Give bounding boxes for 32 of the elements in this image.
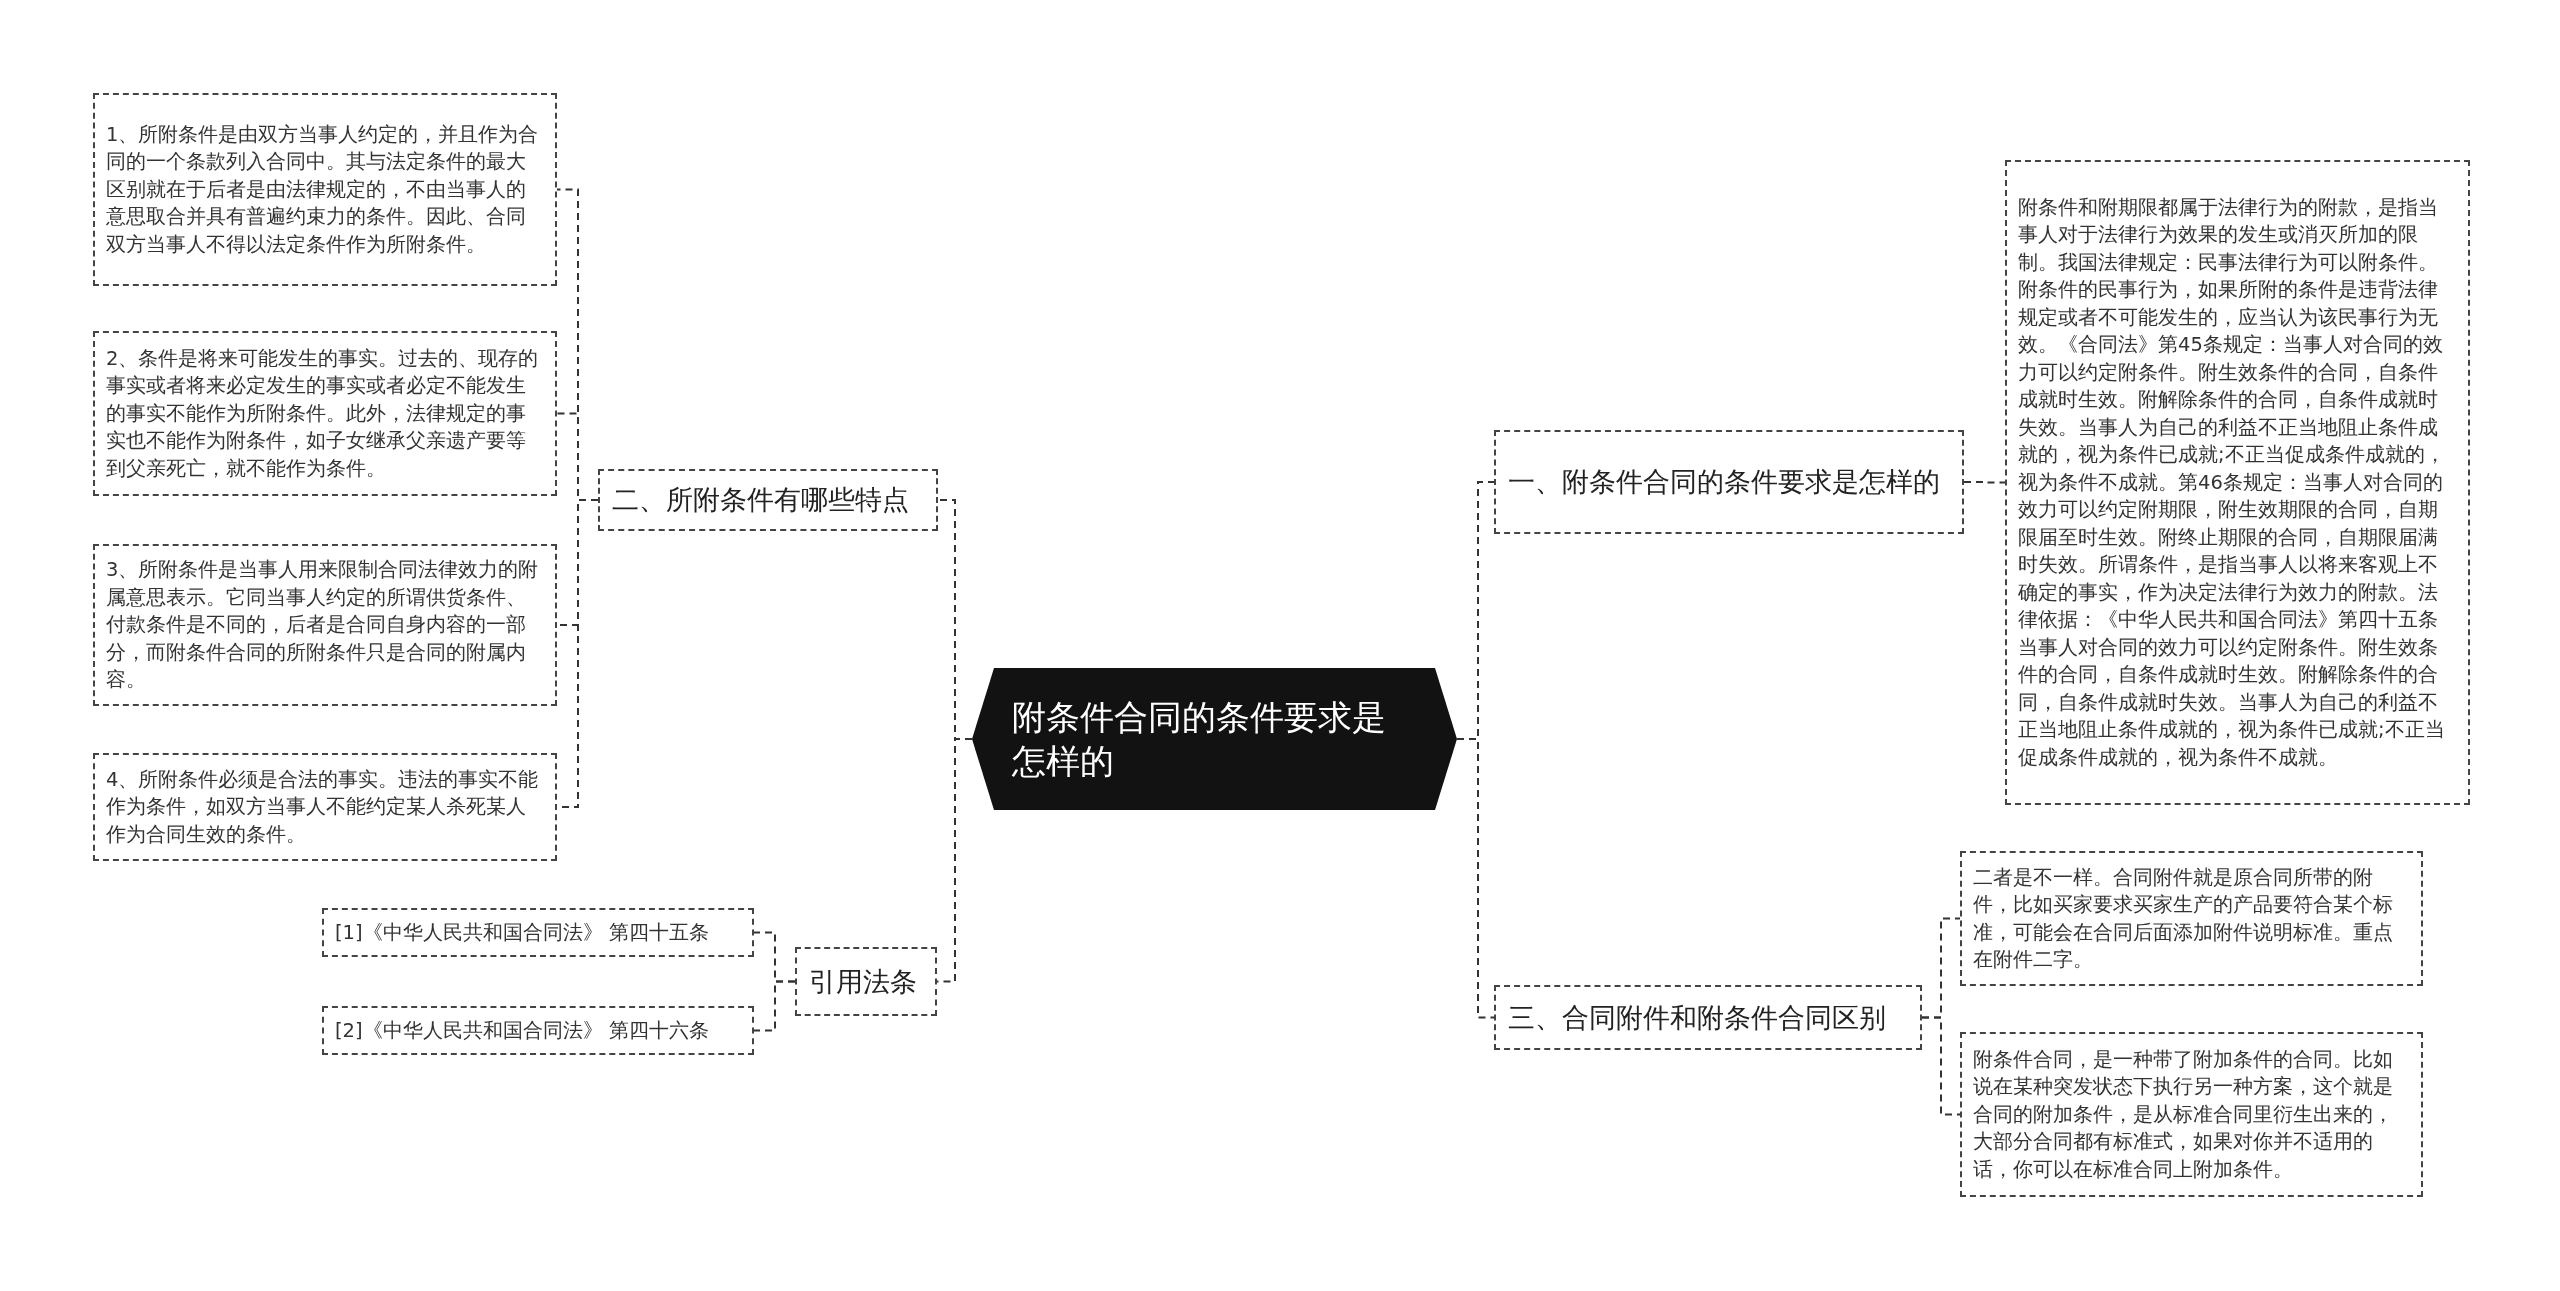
node-text: 三、合同附件和附条件合同区别 xyxy=(1508,1000,1887,1035)
node-text: 1、所附条件是由双方当事人约定的，并且作为合同的一个条款列入合同中。其与法定条件的最大区别就在于后者是由法律规定的，不由当事人的意思取合并具有普遍约束力的条件。因此、合同双方当事人不得以法定条件作为所附条件。 xyxy=(106,121,540,258)
node-text: 二者是不一样。合同附件就是原合同所带的附件，比如买家要求买家生产的产品要符合某个标准，可能会在合同后面添加附件说明标准。重点在附件二字。 xyxy=(1973,864,2394,973)
central-topic xyxy=(972,668,1457,810)
note-box xyxy=(93,331,557,496)
node-text: 2、条件是将来可能发生的事实。过去的、现存的事实或者将来必定发生的事实或者必定不能发生的事实不能作为所附条件。此外，法律规定的事实也不能作为附条件，如子女继承父亲遗产要等到父亲死亡，就不能作为条件。 xyxy=(106,345,540,482)
node-text: 二、所附条件有哪些特点 xyxy=(612,483,910,517)
note-box xyxy=(93,93,557,286)
topic-box xyxy=(598,469,938,531)
node-text: 附条件合同，是一种带了附加条件的合同。比如说在某种突发状态下执行另一种方案，这个就是合同的附加条件，是从标准合同里衍生出来的，大部分合同都有标准式，如果对你并不适用的话，你可以在标准合同上附加条件。 xyxy=(1973,1046,2394,1183)
note-box xyxy=(322,1006,754,1055)
connector-line xyxy=(1963,481,2006,484)
node-text: 4、所附条件必须是合法的事实。违法的事实不能作为条件，如双方当事人不能约定某人杀死某人作为合同生效的条件。 xyxy=(106,766,540,848)
node-text: 3、所附条件是当事人用来限制合同法律效力的附属意思表示。它同当事人约定的所谓供货条件、付款条件是不同的，后者是合同自身内容的一部分，而附条件合同的所附条件只是合同的附属内容。 xyxy=(106,557,540,694)
note-box xyxy=(1960,851,2423,986)
node-text: 一、附条件合同的条件要求是怎样的 xyxy=(1508,465,1941,499)
note-box xyxy=(322,908,754,957)
node-text: [1]《中华人民共和国合同法》 第四十五条 xyxy=(335,919,710,946)
topic-box xyxy=(1494,985,1922,1050)
topic-box xyxy=(795,947,937,1016)
note-box xyxy=(2005,160,2470,805)
node-text: 附条件合同的条件要求是怎样的 xyxy=(1012,696,1387,783)
node-text: 附条件和附期限都属于法律行为的附款，是指当事人对于法律行为效果的发生或消灭所加的限制。我国法律规定：民事法律行为可以附条件。附条件的民事行为，如果所附的条件是违背法律规定或者不可能发生的，应当认为该民事行为无效。《合同法》第45条规定：当事人对合同的效力可以约定附条件。附生效条件的合同，自条件成就时生效。附解除条件的合同，自条件成就时失效。当事人为自己的利益不正当地阻止条件成就的，视为条件已成就;不正当促成条件成就的，视为条件不成就。第46条规定：当事人对合同的效力可以约定附期限，附生效期限的合同，自期限届至时生效。附终止期限的合同，自期限届满时失效。所谓条件，是指当事人以将来客观上不确定的事实，作为决定法律行为效力的附款。法律依据：《中华人民共和国合同法》第四十五条当事人对合同的效力可以约定附条件。附生效条件的合同，自条件成就时生效。附解除条件的合同，自条件成就时失效。当事人为自己的利益不正当地阻止条件成就的，视为条件已成就;不正当促成条件成就的，视为条件不成就。 xyxy=(2018,194,2446,771)
note-box xyxy=(93,753,557,861)
note-box xyxy=(93,544,557,706)
topic-box xyxy=(1494,430,1964,534)
connector-line xyxy=(753,980,796,1032)
connector-line xyxy=(1921,1016,1961,1116)
node-text: 引用法条 xyxy=(809,964,918,999)
node-text: [2]《中华人民共和国合同法》 第四十六条 xyxy=(335,1017,710,1044)
connector-line xyxy=(1456,738,1495,1019)
note-box xyxy=(1960,1032,2423,1197)
